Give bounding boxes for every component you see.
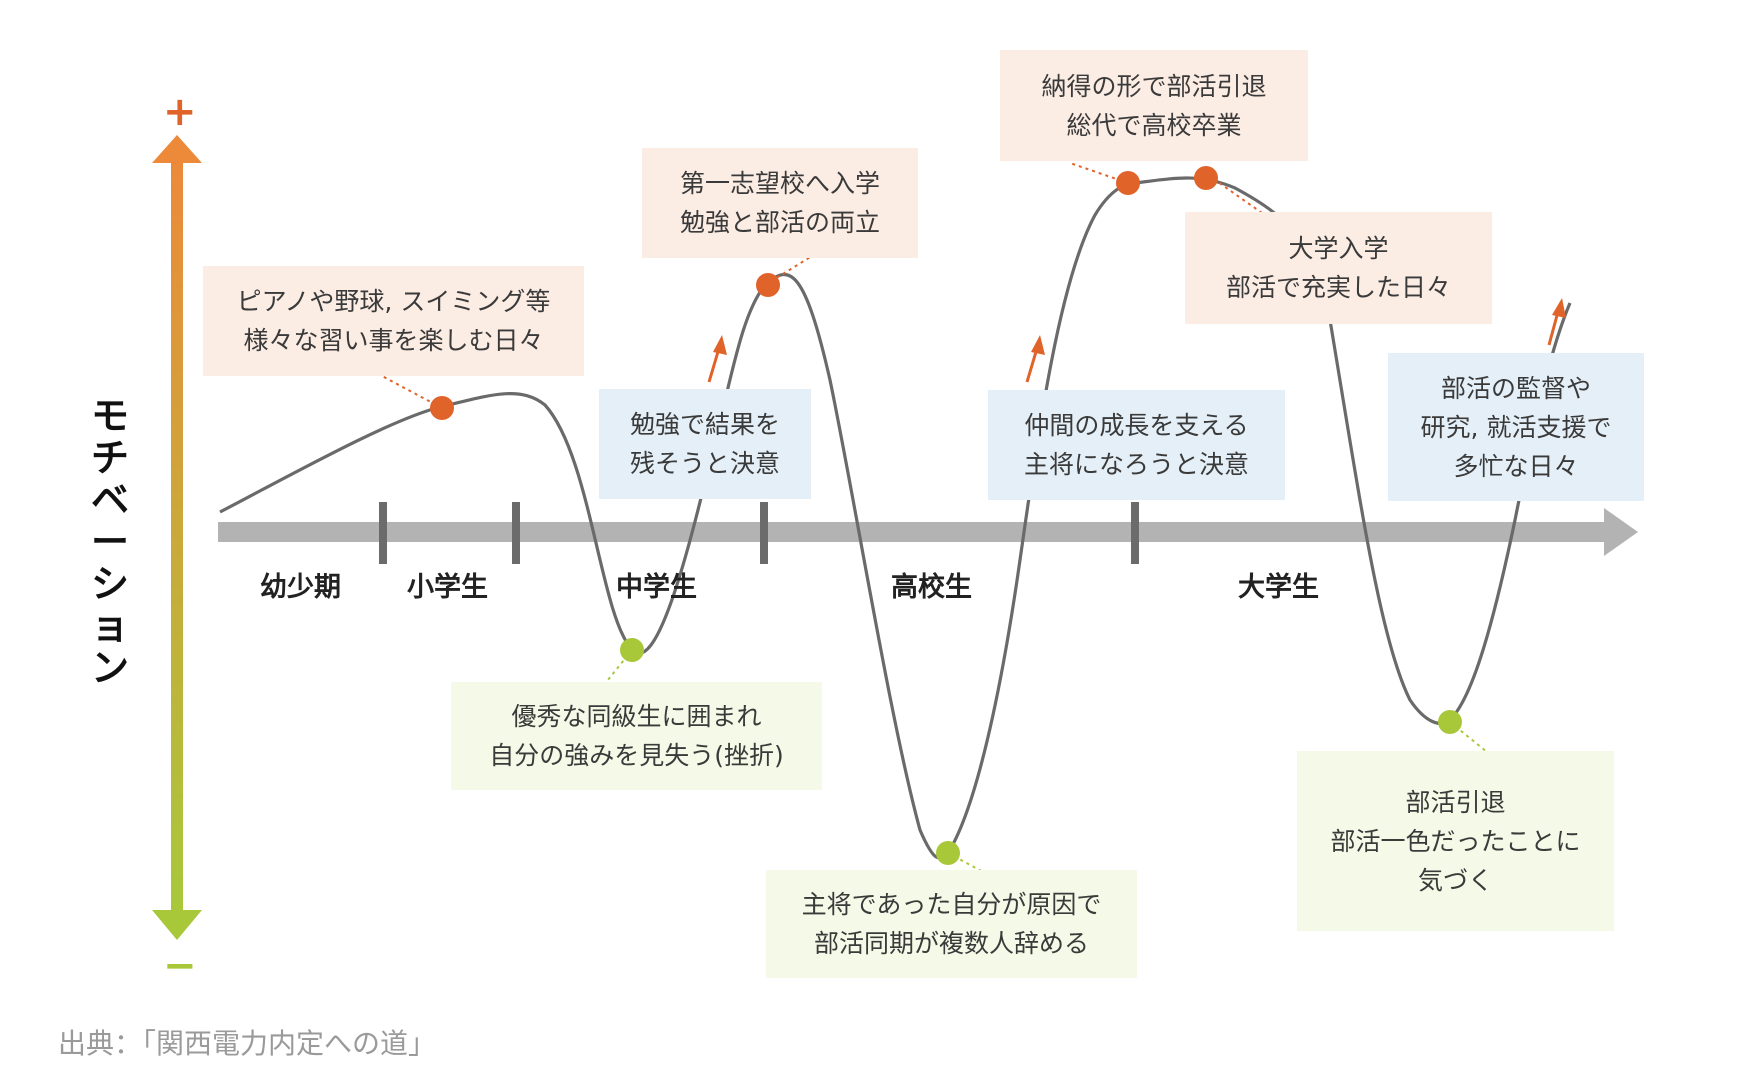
source-caption: 出典：「関西電力内定への道」 (58, 1027, 437, 1060)
up-arrow-head (1552, 298, 1566, 318)
up-arrow-head (1031, 335, 1045, 355)
timeline-bar (218, 522, 1614, 542)
up-arrows (707, 298, 1566, 383)
event-text: 総代で高校卒業 (1066, 110, 1242, 140)
event-text: 研究, 就活支援で (1420, 412, 1612, 442)
event-text: 部活同期が複数人辞める (813, 929, 1089, 958)
event-text: ピアノや野球, スイミング等 (236, 287, 551, 316)
axis-arrowhead-up (152, 135, 202, 163)
event-text: 第一志望校へ入学 (679, 169, 880, 198)
event-text: 勉強で結果を (629, 410, 780, 439)
up-arrow-icon (1025, 335, 1045, 383)
event-box-hs-retire: 納得の形で部活引退 総代で高校卒業 (1000, 50, 1308, 161)
timeline-tick (379, 502, 387, 564)
motivation-axis (152, 135, 202, 940)
period-label-junior-high: 中学生 (616, 572, 697, 603)
low-point-marker (1438, 710, 1462, 734)
up-arrow-head (713, 335, 727, 355)
event-box-jhs-setback: 優秀な同級生に囲まれ 自分の強みを見失う(挫折) (451, 682, 822, 790)
leader-line (381, 375, 443, 409)
event-text: 大学入学 (1288, 234, 1389, 263)
event-text: 主将になろうと決意 (1023, 450, 1249, 479)
event-text: 気づく (1417, 865, 1493, 895)
event-box-hs-entry: 第一志望校へ入学 勉強と部活の両立 (642, 148, 918, 258)
high-point-marker (1194, 166, 1218, 190)
event-box-uni-setback: 部活引退 部活一色だったことに 気づく (1297, 751, 1614, 931)
event-box-uni-busy: 部活の監督や 研究, 就活支援で 多忙な日々 (1388, 353, 1644, 501)
axis-label-char: モ (90, 394, 129, 438)
high-point-marker (430, 396, 454, 420)
period-label-university: 大学生 (1238, 572, 1319, 603)
event-text: 部活の監督や (1440, 373, 1591, 403)
period-label-childhood: 幼少期 (260, 572, 341, 603)
event-text: 部活で充実した日々 (1225, 273, 1451, 302)
event-box-uni-entry: 大学入学 部活で充実した日々 (1185, 212, 1492, 324)
axis-plus-sign: + (163, 89, 197, 135)
timeline-tick (512, 502, 520, 564)
low-point-marker (620, 638, 644, 662)
event-box-childhood: ピアノや野球, スイミング等 様々な習い事を楽しむ日々 (203, 266, 584, 376)
event-text: 自分の強みを見失う(挫折) (489, 741, 784, 770)
timeline-tick (1131, 502, 1139, 564)
axis-minus-sign: − (163, 943, 197, 989)
axis-label-char: シ (90, 562, 129, 606)
axis-label-char: ン (90, 646, 129, 690)
event-text: 残そうと決意 (629, 449, 780, 478)
axis-label-char: ョ (90, 604, 129, 648)
high-point-marker (756, 273, 780, 297)
event-box-hs-setback: 主将であった自分が原因で 部活同期が複数人辞める (766, 870, 1137, 978)
event-text: 部活一色だったことに (1330, 826, 1581, 856)
event-box-jhs-decision: 勉強で結果を 残そうと決意 (599, 389, 811, 499)
period-label-elementary: 小学生 (407, 572, 488, 603)
timeline-tick (760, 502, 768, 564)
axis-label-char: チ (90, 436, 129, 480)
event-text: 納得の形で部活引退 (1041, 71, 1267, 101)
event-box-hs-decision: 仲間の成長を支える 主将になろうと決意 (988, 390, 1285, 500)
event-text: 主将であった自分が原因で (801, 890, 1102, 919)
low-point-marker (936, 841, 960, 865)
motivation-curve (219, 176, 1572, 860)
event-text: 勉強と部活の両立 (679, 208, 880, 237)
motivation-axis-label: モ チ ベ ー シ ョ ン (82, 395, 138, 689)
markers (430, 166, 1462, 865)
up-arrow-icon (707, 335, 727, 383)
up-arrow-icon (1547, 298, 1566, 346)
event-text: 優秀な同級生に囲まれ (511, 702, 762, 731)
axis-shaft (171, 160, 183, 912)
event-text: 様々な習い事を楽しむ日々 (243, 326, 544, 355)
event-text: 多忙な日々 (1453, 451, 1579, 481)
period-label-high-school: 高校生 (891, 572, 972, 603)
axis-label-char: ー (90, 520, 129, 564)
event-text: 仲間の成長を支える (1024, 411, 1249, 440)
axis-label-char: ベ (90, 478, 129, 522)
axis-arrowhead-down (152, 910, 202, 940)
high-point-marker (1116, 171, 1140, 195)
timeline-arrowhead (1604, 508, 1638, 556)
timeline (218, 502, 1638, 564)
leader-line (1069, 162, 1129, 184)
event-text: 部活引退 (1405, 787, 1506, 817)
